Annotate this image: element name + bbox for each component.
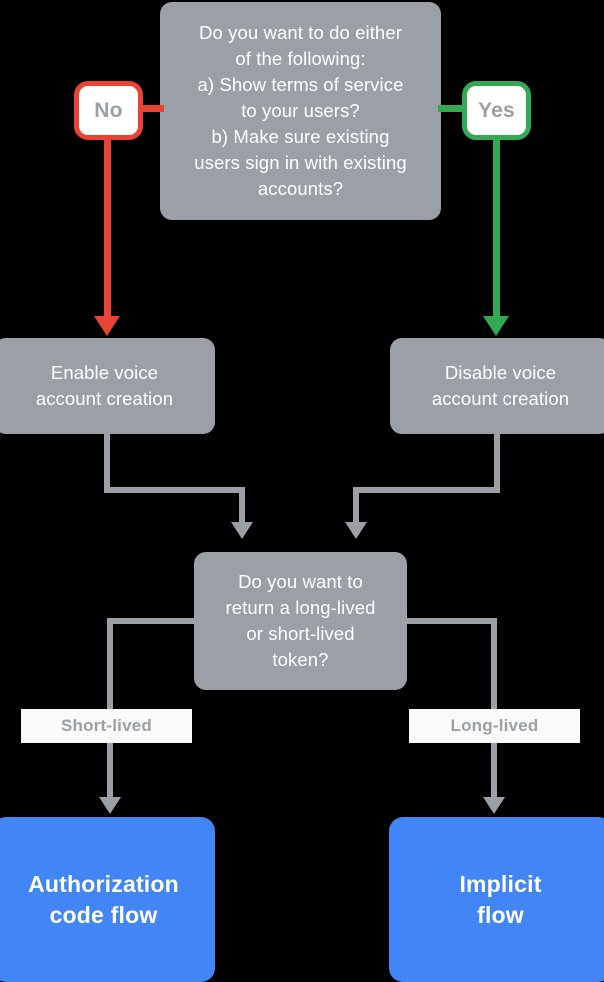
edge-disable-arrowhead-icon — [345, 522, 367, 539]
edge-disable-horizontal-segment — [353, 487, 500, 493]
decision-node-token-lifetime-text: Do you want to return a long-lived or sh… — [225, 571, 376, 670]
edge-no-arrowhead-icon — [94, 316, 120, 336]
decision-node-token-lifetime[interactable]: Do you want to return a long-lived or sh… — [194, 552, 407, 690]
edge-long-lived-arrowhead-icon — [483, 797, 505, 814]
edge-enable-arrowhead-icon — [231, 522, 253, 539]
edge-long-lived-horizontal-segment — [404, 618, 494, 624]
edge-no-horizontal — [138, 105, 164, 112]
answer-pill-yes[interactable]: Yes — [462, 81, 531, 140]
terminal-node-implicit-flow[interactable]: Implicit flow — [389, 817, 604, 982]
edge-disable-into-decision-segment — [353, 487, 359, 527]
edge-enable-down-segment — [104, 434, 110, 492]
terminal-node-authorization-code-flow[interactable]: Authorization code flow — [0, 817, 215, 982]
process-node-disable-voice-account-creation-text: Disable voice account creation — [431, 362, 570, 409]
answer-pill-yes-label: Yes — [478, 98, 515, 122]
process-node-enable-voice-account-creation[interactable]: Enable voice account creation — [0, 338, 215, 434]
edge-label-long-lived-text: Long-lived — [450, 716, 539, 735]
edge-yes-arrowhead-icon — [483, 316, 509, 336]
answer-pill-no[interactable]: No — [74, 81, 143, 140]
edge-disable-down-segment — [494, 434, 500, 492]
edge-short-lived-horizontal-segment — [107, 618, 197, 624]
edge-label-long-lived[interactable]: Long-lived — [409, 709, 580, 743]
edge-no-vertical — [104, 137, 111, 327]
edge-short-lived-arrowhead-icon — [99, 797, 121, 814]
terminal-node-authorization-code-flow-text: Authorization code flow — [28, 870, 179, 928]
edge-enable-into-decision-segment — [239, 487, 245, 527]
edge-label-short-lived[interactable]: Short-lived — [21, 709, 192, 743]
edge-short-lived-stub — [194, 618, 200, 624]
process-node-enable-voice-account-creation-text: Enable voice account creation — [35, 362, 174, 409]
answer-pill-no-label: No — [94, 98, 123, 122]
edge-yes-vertical — [493, 137, 500, 327]
edge-yes-horizontal — [438, 105, 464, 112]
terminal-node-implicit-flow-text: Implicit flow — [459, 870, 542, 928]
process-node-disable-voice-account-creation[interactable]: Disable voice account creation — [390, 338, 604, 434]
decision-node-terms-and-existing-users-text: Do you want to do either of the followin… — [194, 22, 407, 199]
decision-node-terms-and-existing-users[interactable]: Do you want to do either of the followin… — [160, 2, 441, 220]
edge-label-short-lived-text: Short-lived — [61, 716, 152, 735]
edge-enable-horizontal-segment — [104, 487, 245, 493]
